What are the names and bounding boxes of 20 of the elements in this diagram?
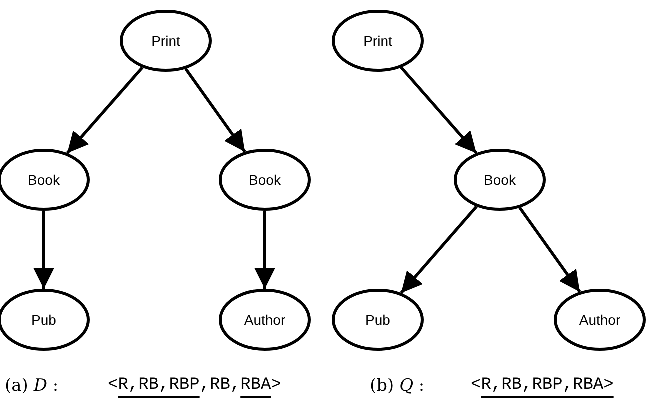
node-label: Author [579,312,621,328]
node-label: Print [152,33,180,49]
arrow [400,206,478,294]
caption-text: (b) Q : [370,376,425,396]
node-label: Pub [32,312,56,328]
arrow [66,66,144,154]
arrow [518,207,582,293]
arrow [184,68,246,153]
arrow [254,211,276,289]
node-label: Author [244,312,286,328]
node-label: Pub [366,312,390,328]
node-label: Print [364,33,392,49]
caption-text: (a) D : [5,376,59,396]
node-label: Book [28,172,60,188]
caption-text: <R,RB,RBP,RBA> [471,376,614,395]
arrow [400,66,478,154]
caption-text: <R,RB,RBP,RB,RBA> [108,376,282,395]
arrow [34,211,54,289]
node-label: Book [484,172,516,188]
node-label: Book [249,172,281,188]
